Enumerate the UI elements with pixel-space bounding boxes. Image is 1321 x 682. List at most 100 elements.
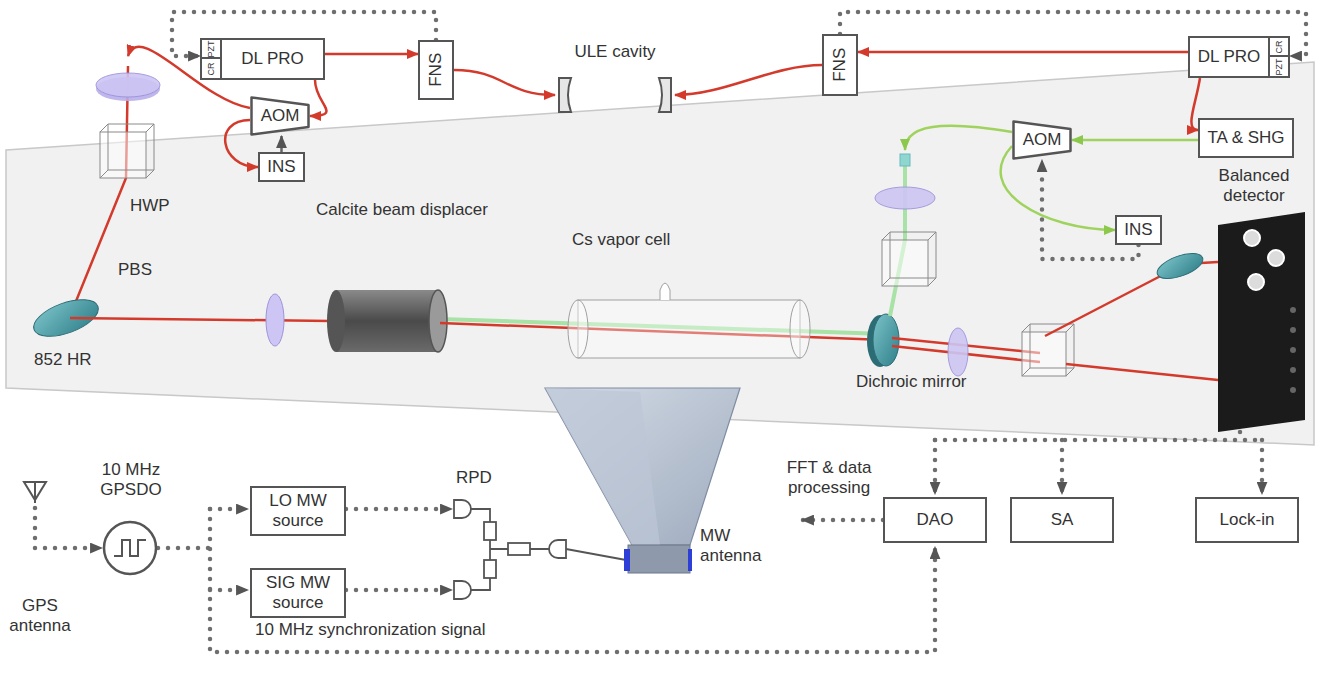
vapor-cell-end [568,300,588,358]
mirror [1154,248,1206,283]
beam-splitter-cube [882,232,936,286]
laser-controller-box: CRPZTDL PRO [1188,36,1290,78]
signal-wire [802,518,883,523]
divider-wire [471,509,550,590]
part-label: 10 MHz synchronization signal [255,620,486,640]
cavity-node: ULE cavity [555,42,675,114]
cube-edges [1022,324,1074,376]
box-label: ULE cavity [574,42,655,62]
aom-trapezoid: AOM [1012,120,1072,160]
box-label: DAO [917,510,954,530]
ins-box: INS [258,152,305,182]
amplifier-box: TA & SHG [1198,118,1294,158]
resistor-symbol [484,560,496,578]
fiber-connector [675,65,822,95]
connector-symbol [454,581,471,599]
connector [1268,250,1284,266]
fiber-connector [454,70,555,95]
signal-wire [346,588,452,593]
part-label: PBS [118,260,152,280]
fiber-connector [325,53,418,56]
resistor-symbol [484,522,496,540]
part-label: Dichroic mirror [856,372,967,392]
box-label: INS [267,157,295,177]
part-label: Cs vapor cell [572,230,670,250]
input-label: PZT [1275,58,1284,75]
box-label: SA [1051,510,1074,530]
instrument-box: Lock-in [1195,497,1299,543]
connector-symbol [454,500,471,518]
box-label: SIG MW source [261,573,335,612]
signal-wire [346,507,452,512]
hole [1290,307,1296,313]
horn-face [545,388,660,545]
signal-wire [210,507,248,512]
horn-feed [628,545,690,573]
beam-splitter-cube [1022,324,1074,376]
hole [1290,327,1296,333]
cavity-mirror [659,78,671,112]
box-label: INS [1124,220,1152,240]
box-label: LO MW source [261,491,335,530]
instrument-box: DAO [883,497,987,543]
instrument-box: SA [1010,497,1114,543]
signal-wire [933,440,938,494]
source-box: SIG MW source [250,568,346,618]
part-label: 852 HR [34,350,92,370]
cavity-mirror [559,78,571,112]
cube-edges [100,124,154,178]
signal-wire [1238,432,1243,440]
fiber-connector [1072,139,1198,142]
collimator [900,154,910,166]
box-label: DL PRO [241,49,304,69]
antenna-symbol [24,482,46,503]
input-label: CR [207,62,216,75]
beam-splitter-cube [100,124,154,178]
box-label: AOM [261,106,300,126]
hole [1290,367,1296,373]
box-label: FNS [426,53,446,87]
half-wave-plate [948,328,968,376]
fns-box: FNS [418,40,454,100]
modulation-strip: PZT CR [202,40,222,78]
dichroic-mirror [873,314,899,366]
strip-cell: CR [202,59,220,78]
detector-connectors [1244,230,1284,290]
detector-holes [1290,307,1296,393]
signal-wire [210,588,248,593]
box-label: AOM [1023,130,1062,150]
part-label: 10 MHz GPSDO [90,460,172,501]
strip-cell: PZT [1270,57,1288,76]
signal-wire [35,508,102,548]
signal-wire [935,438,1262,443]
strip-cell: PZT [202,40,220,59]
calcite-end [327,290,345,352]
aom-trapezoid-outline [1014,122,1071,159]
aom-trapezoid-outline [252,98,309,135]
horn-flange [624,549,630,571]
vapor-cell-stem [660,283,670,300]
control-connector [280,136,283,152]
hole [1290,347,1296,353]
signal-wire [1260,440,1265,494]
laser-beam [1045,262,1218,380]
part-label: HWP [130,196,170,216]
box-label: DL PRO [1198,47,1261,67]
fiber-connector [858,51,1188,54]
horn-antenna [545,388,740,545]
balanced-detector-body [1218,212,1305,432]
power-divider [454,500,626,599]
connector [1248,274,1264,290]
calcite-body [336,290,438,352]
laser-controller-box: PZT CR DL PRO [200,38,325,80]
vapor-cell-end [790,300,810,358]
half-wave-plate [96,73,160,97]
horn-flange [688,549,692,571]
calcite-end [429,290,447,352]
part-label: Balanced detector [1208,166,1300,207]
aom-trapezoid: AOM [250,96,310,136]
part-label: RPD [456,468,492,488]
vapor-cell-body [578,300,800,358]
connector [1244,230,1260,246]
